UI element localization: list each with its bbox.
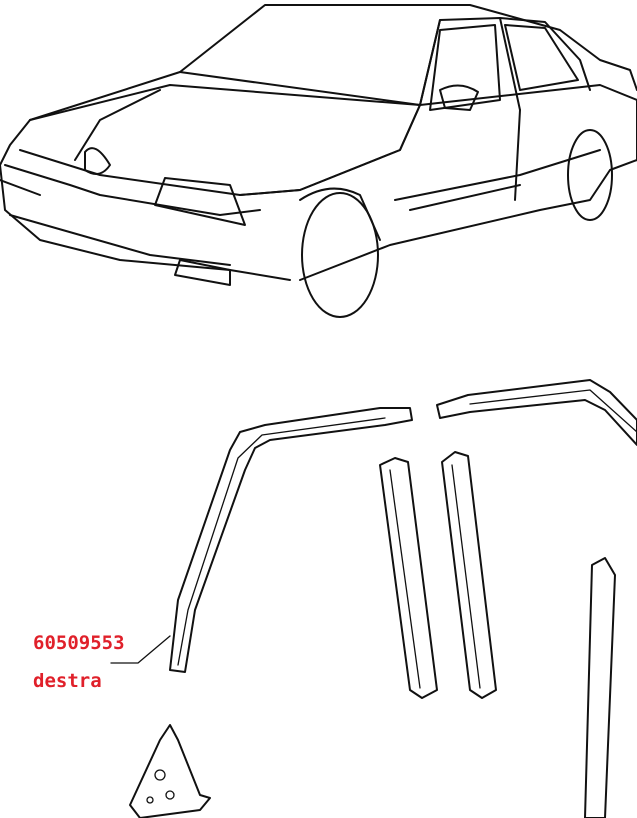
window-channel-left (379, 457, 438, 699)
part-number-label: 60509553 (33, 632, 125, 654)
car-illustration (0, 4, 637, 318)
side-label: destra (33, 670, 102, 692)
window-channel-right (441, 451, 497, 699)
callout-leader-line (110, 635, 171, 664)
rear-door-frame-seal (436, 379, 637, 446)
quarter-glass-bracket (129, 724, 211, 818)
front-door-frame-seal (169, 407, 413, 673)
rear-pillar-seal (584, 557, 616, 818)
